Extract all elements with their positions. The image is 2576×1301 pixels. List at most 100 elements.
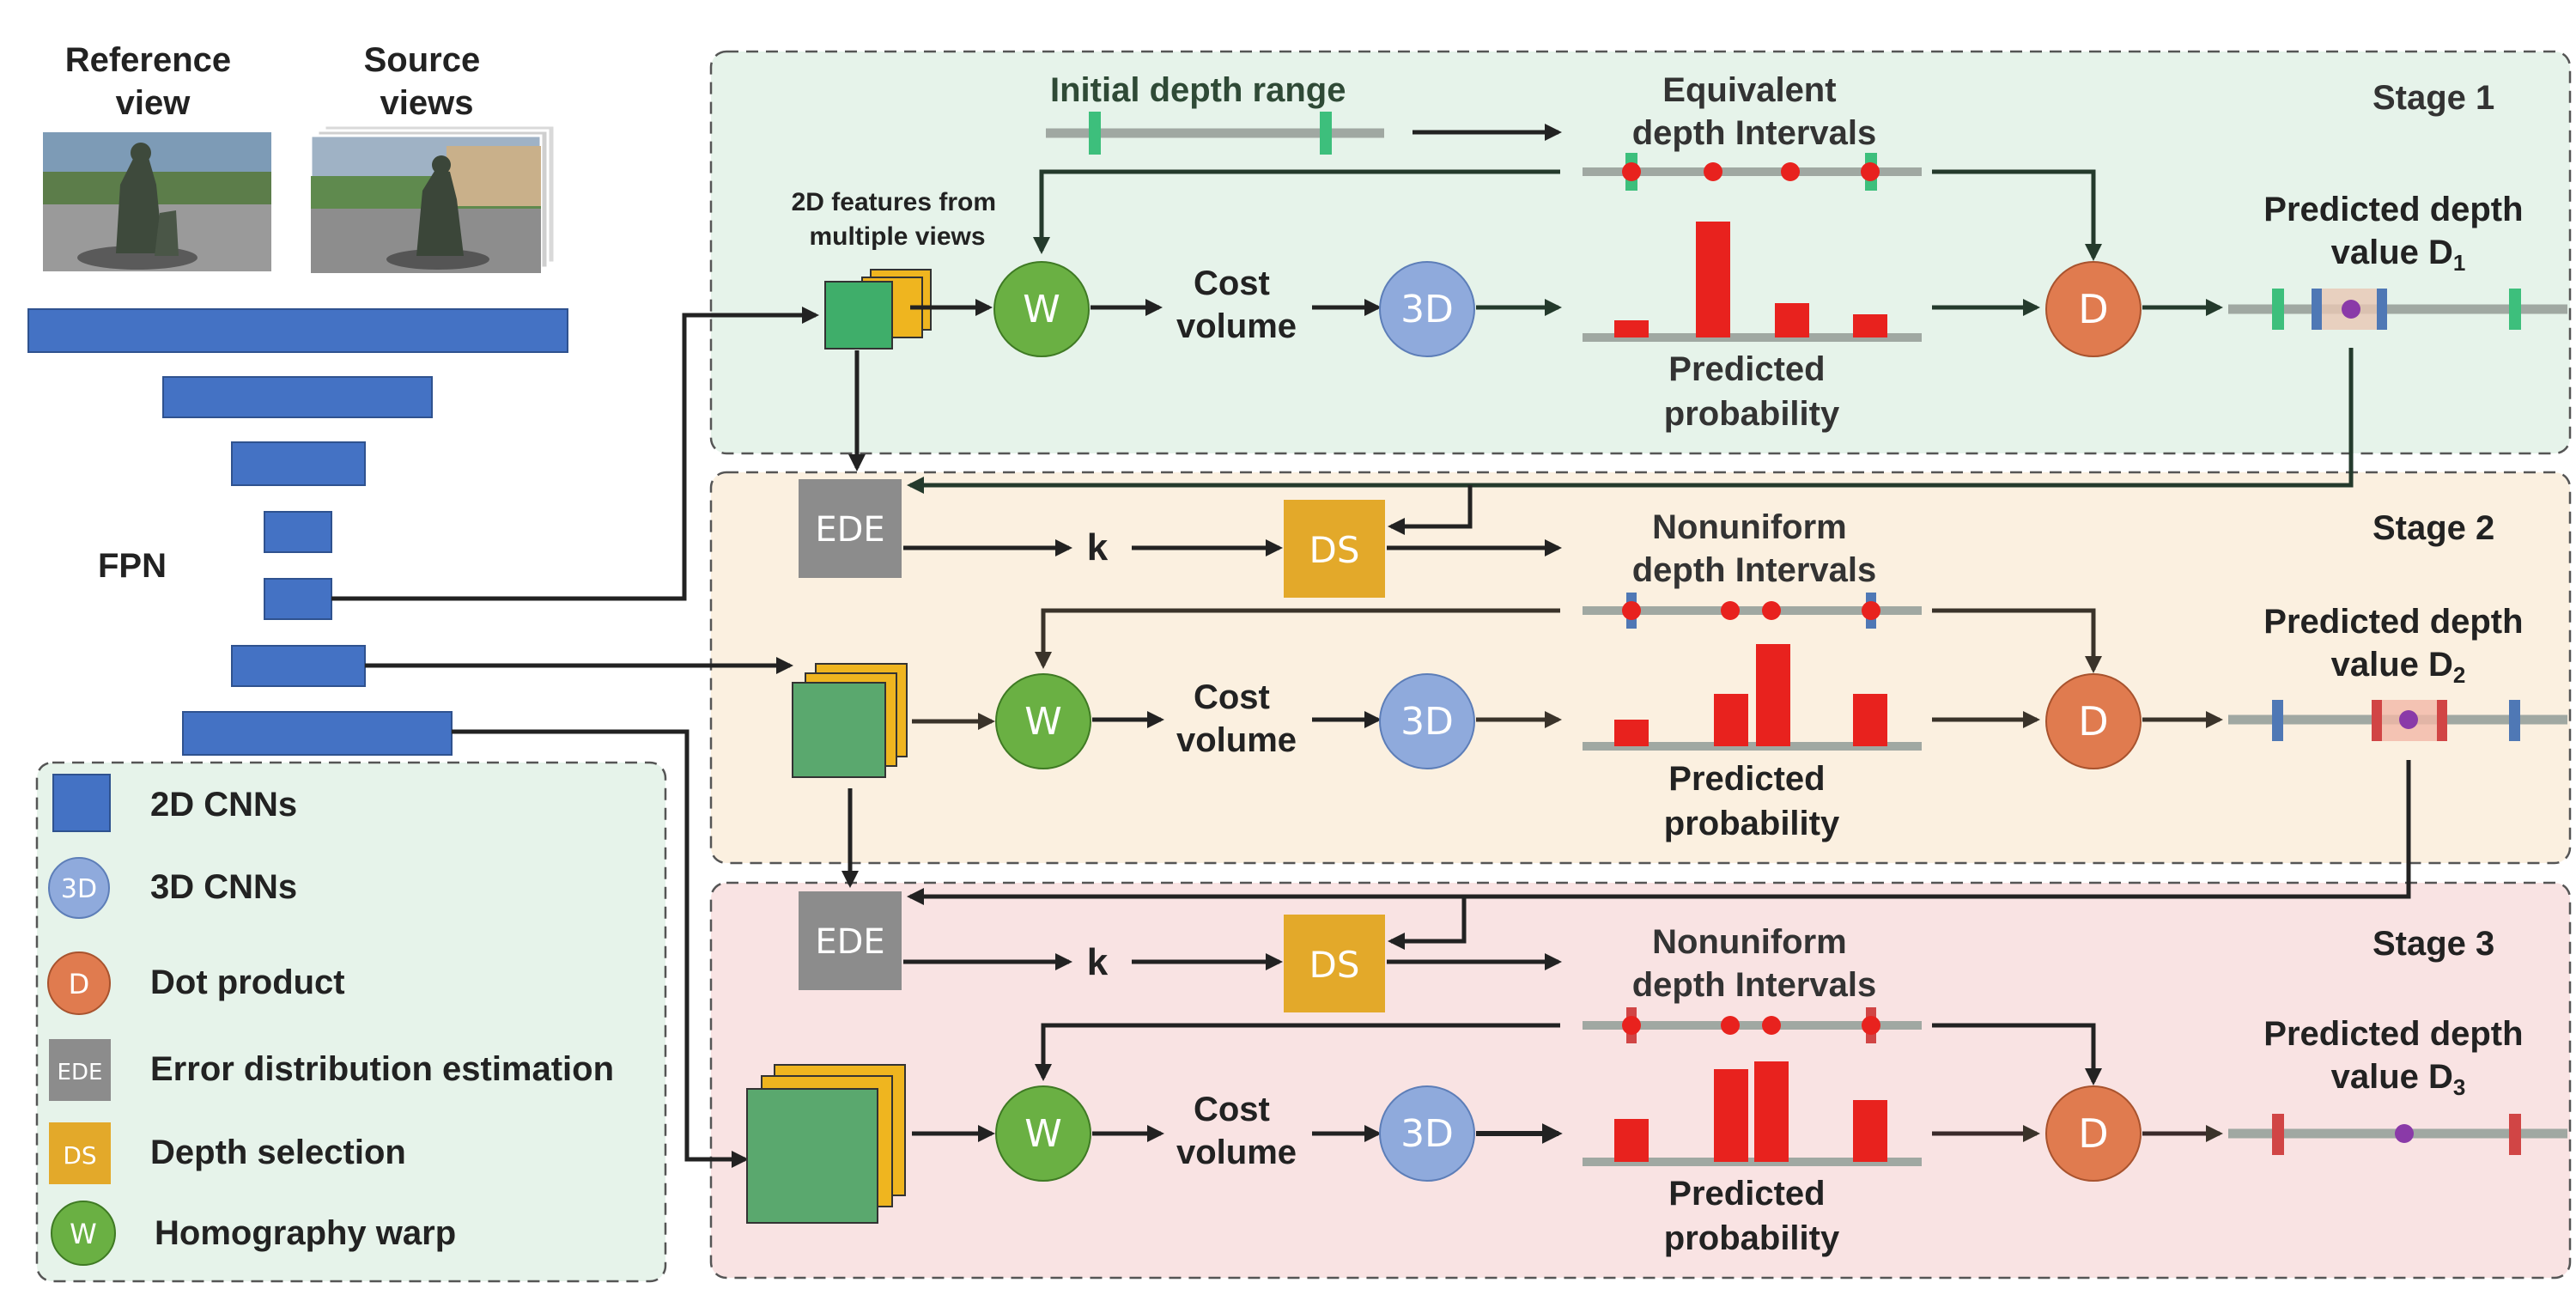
stage-1-warp-node xyxy=(993,261,1090,357)
stage-2-ede-node xyxy=(799,479,902,578)
stage-2-title: Stage 2 xyxy=(2372,509,2494,547)
stage-3-interval-label: Nonuniform depth Intervals xyxy=(1632,923,1877,1004)
stage-1-prob-bar-3 xyxy=(1775,303,1809,337)
stage-3-depth-interval-axis xyxy=(1583,1007,1922,1043)
fpn-layer-6 xyxy=(231,645,366,687)
stage-2-prob-label: Predicted probability xyxy=(1664,760,1840,842)
svg-text:3D CNNs: 3D CNNs xyxy=(150,868,297,906)
fpn-to-stage1-arrow xyxy=(331,307,819,601)
stage-3-ede-node xyxy=(799,891,902,990)
source-views-label: Source views xyxy=(364,41,490,122)
stage-2-intervals-to-warp-arrow xyxy=(1035,608,1560,669)
stage-2-warp-node xyxy=(995,673,1091,769)
stage-3-panel xyxy=(709,881,2572,1280)
svg-text:EDE: EDE xyxy=(58,1060,103,1085)
stage-1-intervals-to-d-arrow xyxy=(1932,169,2102,261)
svg-text:Depth selection: Depth selection xyxy=(150,1134,406,1171)
stage-2-prob-bar-4 xyxy=(1853,694,1887,746)
stage-2-to-stage-3-feedback xyxy=(907,760,2411,905)
legend-warp-icon xyxy=(51,1201,116,1266)
stage-2-probability-histogram xyxy=(1583,644,1922,751)
fpn-layer-5 xyxy=(264,578,332,620)
stage-3-ds-node xyxy=(1284,915,1385,1012)
fpn-layer-1 xyxy=(27,308,568,353)
svg-text:D: D xyxy=(2078,698,2108,745)
stage-2-dot-product-node xyxy=(2045,673,2142,769)
legend-item-homography-warp: W Homography warp xyxy=(51,1201,456,1266)
svg-text:3D: 3D xyxy=(1400,288,1454,331)
legend-item-2d-cnns: 2D CNNs xyxy=(52,774,297,832)
stage-1-intervals-to-warp-arrow xyxy=(1033,169,1560,254)
stage-3-k-label: k xyxy=(1087,941,1109,983)
source-views-image xyxy=(309,124,556,275)
stage-1-3d-cnn-node xyxy=(1379,261,1475,357)
svg-text:DS: DS xyxy=(1309,944,1359,986)
initial-depth-range-axis xyxy=(1046,112,1384,155)
fpn-layer-3 xyxy=(231,441,366,486)
stage-3-probability-histogram xyxy=(1583,1061,1922,1166)
stage-3-intervals-to-warp-arrow xyxy=(1035,1023,1560,1081)
svg-text:W: W xyxy=(70,1218,97,1250)
legend-ede-icon xyxy=(49,1039,111,1101)
svg-text:DS: DS xyxy=(1309,529,1359,571)
svg-text:DS: DS xyxy=(63,1141,96,1170)
svg-text:3D: 3D xyxy=(1400,1112,1454,1156)
legend-dot-product-icon xyxy=(47,951,111,1015)
initial-depth-range-label: Initial depth range xyxy=(1050,71,1346,109)
stage-2-cost-label: Cost volume xyxy=(1176,678,1297,759)
svg-text:3D: 3D xyxy=(1400,700,1454,744)
stage-2-intervals-to-d-arrow xyxy=(1932,608,2102,673)
stage-1-panel xyxy=(709,50,2572,455)
legend-panel xyxy=(35,761,667,1283)
stage-3-warp-node xyxy=(995,1085,1091,1182)
stage-1-cost-label: Cost volume xyxy=(1176,264,1297,345)
stage-1-title: Stage 1 xyxy=(2372,79,2494,117)
svg-text:D: D xyxy=(2078,1110,2108,1157)
reference-view-image xyxy=(43,132,271,271)
stage-2-prob-bar-1 xyxy=(1614,720,1649,746)
stage-2-predicted-depth-axis xyxy=(2228,700,2567,741)
legend-ds-icon xyxy=(49,1122,111,1184)
stage-2-k-label: k xyxy=(1087,526,1109,568)
svg-text:Dot product: Dot product xyxy=(150,964,345,1001)
svg-text:2D CNNs: 2D CNNs xyxy=(150,786,297,824)
stage-3-predicted-depth-axis xyxy=(2228,1114,2567,1155)
stage-1-pred-label: Predicted depth value D1 xyxy=(2263,191,2532,276)
stage-1-to-stage-2-feedback xyxy=(907,348,2354,494)
stage-3-prob-bar-4 xyxy=(1853,1100,1887,1162)
svg-text:W: W xyxy=(1024,700,1062,744)
fpn-to-stage3-arrow xyxy=(452,729,749,1168)
stage-3-prob-label: Predicted probability xyxy=(1664,1175,1840,1257)
stage-1-prob-bar-4 xyxy=(1853,314,1887,337)
svg-text:W: W xyxy=(1023,288,1060,331)
fpn-label: FPN xyxy=(98,547,167,585)
stage-2-prob-bar-2 xyxy=(1714,694,1748,746)
stage-2-interval-label: Nonuniform depth Intervals xyxy=(1632,508,1877,589)
stage-3-3d-cnn-node xyxy=(1379,1085,1475,1182)
stage-3-dot-product-node xyxy=(2045,1085,2142,1182)
features-label: 2D features from multiple views xyxy=(792,188,1004,251)
stage-1-prob-label: Predicted probability xyxy=(1664,350,1840,433)
stage-3-feature-stack xyxy=(746,1064,906,1224)
stage-1-feedback-to-ds2 xyxy=(1388,485,1473,535)
legend-item-depth-selection: DS Depth selection xyxy=(49,1122,406,1184)
svg-text:W: W xyxy=(1024,1112,1062,1156)
stage-2-3d-cnn-node xyxy=(1379,673,1475,769)
stage-3-intervals-to-d-arrow xyxy=(1932,1023,2102,1085)
stage-1-interval-label: Equivalent depth Intervals xyxy=(1632,71,1877,152)
stage-3-prob-bar-2 xyxy=(1714,1069,1748,1162)
svg-text:Error distribution estimation: Error distribution estimation xyxy=(150,1050,614,1088)
stage-1-prob-bar-2 xyxy=(1696,222,1730,337)
svg-text:D: D xyxy=(69,968,90,1000)
stage-2-depth-interval-axis xyxy=(1583,593,1922,629)
stage-1-feature-stack xyxy=(824,269,932,350)
fpn-layer-2 xyxy=(162,376,433,418)
fpn-layer-4 xyxy=(264,511,332,553)
stage-2-ds-node xyxy=(1284,500,1385,598)
stage-2-feedback-to-ds3 xyxy=(1388,897,1467,950)
stage-3-prob-bar-3 xyxy=(1754,1061,1789,1162)
stage-3-pred-label: Predicted depth value D3 xyxy=(2263,1015,2532,1100)
stage-1-probability-histogram xyxy=(1583,222,1922,342)
stage-1-dot-product-node xyxy=(2045,261,2142,357)
svg-text:Homography warp: Homography warp xyxy=(155,1214,456,1252)
